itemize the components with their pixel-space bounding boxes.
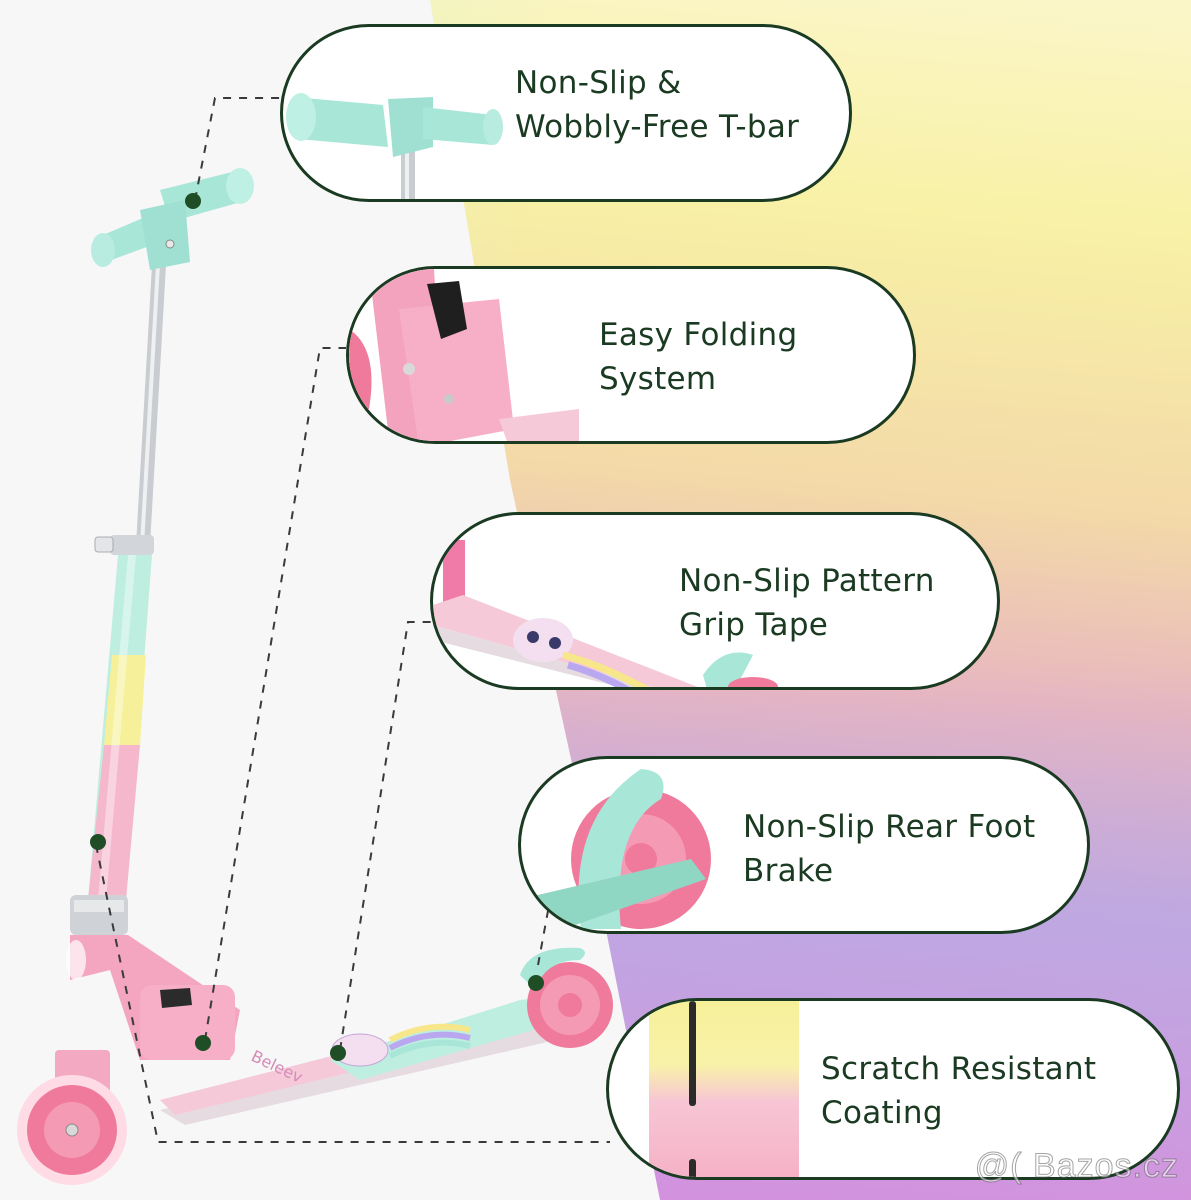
callout-brake-line1: Non-Slip Rear Foot [743,809,1036,845]
callout-coating-line1: Scratch Resistant [821,1051,1097,1087]
marker-dots [90,193,544,1061]
headset [70,895,128,935]
scooter-stem-colored [88,555,152,900]
callout-folding: Easy Folding System [346,266,916,444]
marker-dot-t-bar [185,193,201,209]
scooter-deck: Beleev [160,995,600,1125]
leader-line-grip-tape [339,621,432,1051]
grip-tape-thumbnail [433,540,778,687]
scratch-coating-thumbnail [649,1001,799,1177]
front-wheel [17,1075,127,1185]
t-bar-thumbnail [286,93,503,199]
leader-line-t-bar [194,97,282,201]
marker-dot-folding [195,1035,211,1051]
t-bar-handle [91,168,254,270]
callout-coating: Scratch Resistant Coating [606,998,1180,1180]
stem-clamp [94,535,154,555]
callout-brake-line2: Brake [743,853,834,889]
leader-line-folding [204,347,346,1041]
marker-dot-brake [528,975,544,991]
callout-grip-tape-line1: Non-Slip Pattern [679,563,935,599]
callout-grip-tape: Non-Slip Pattern Grip Tape [430,512,1000,690]
scooter-stem-upper [136,265,166,545]
callout-folding-line2: System [599,361,717,397]
callout-grip-tape-line2: Grip Tape [679,607,829,643]
marker-dot-grip-tape [330,1045,346,1061]
rear-brake-thumbnail [521,769,711,931]
marker-dot-coating [90,834,106,850]
rear-wheel [520,947,613,1048]
watermark: @( Bazos.cz [974,1147,1179,1186]
callout-t-bar-line2: Wobbly-Free T-bar [515,109,800,145]
callout-brake: Non-Slip Rear Foot Brake [518,756,1090,934]
leader-line-coating [95,844,610,1143]
folding-system-thumbnail [349,269,579,441]
callout-t-bar: Non-Slip & Wobbly-Free T-bar [280,24,852,202]
callout-folding-line1: Easy Folding [599,317,798,353]
callout-t-bar-line1: Non-Slip & [515,65,682,101]
callout-coating-line2: Coating [821,1095,943,1131]
